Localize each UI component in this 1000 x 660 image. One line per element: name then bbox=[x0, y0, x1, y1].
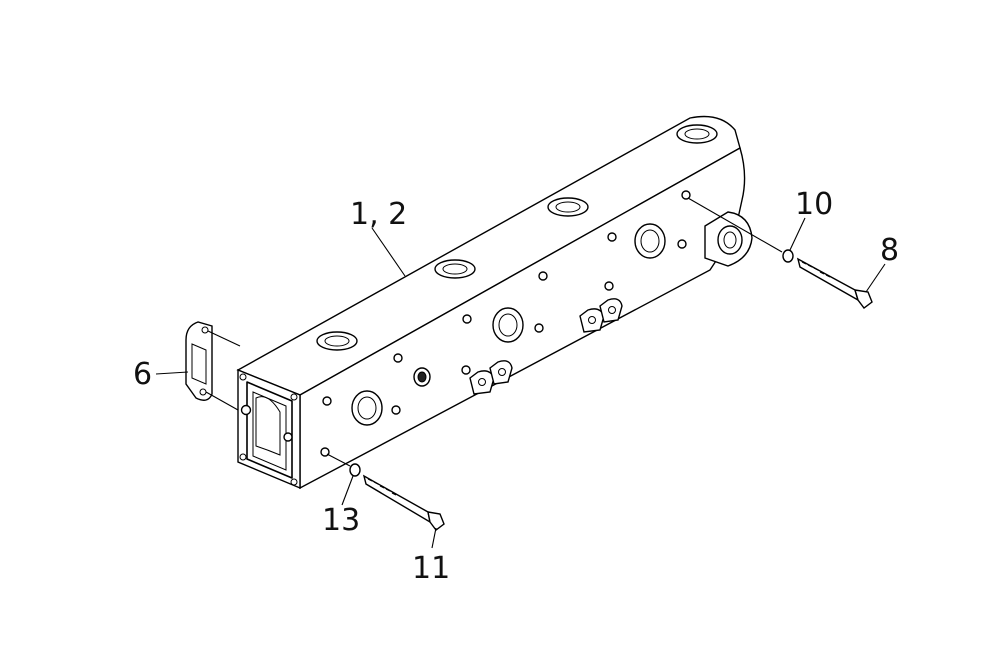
short-bolt bbox=[362, 474, 431, 524]
callout-manifold: 1, 2 bbox=[350, 197, 407, 232]
callout-gasket: 6 bbox=[133, 357, 152, 392]
long-bolt bbox=[796, 257, 860, 302]
callout-bolt-long: 8 bbox=[880, 233, 899, 268]
callout-washer-right: 10 bbox=[795, 187, 833, 222]
gasket bbox=[185, 321, 241, 411]
short-bolt-assembly bbox=[326, 453, 445, 531]
exhaust-manifold bbox=[236, 115, 753, 490]
bolt-holes bbox=[320, 190, 691, 457]
washer-left bbox=[349, 463, 361, 477]
manifold-top-face bbox=[236, 115, 741, 396]
leader-lines bbox=[155, 217, 886, 549]
callout-bolt-short: 11 bbox=[412, 551, 450, 586]
washer-right bbox=[782, 249, 794, 263]
callout-washer-left: 13 bbox=[322, 503, 360, 538]
top-ports bbox=[316, 124, 718, 351]
side-ports bbox=[351, 223, 666, 426]
mounting-lugs bbox=[469, 298, 623, 395]
long-bolt-assembly bbox=[687, 197, 873, 309]
